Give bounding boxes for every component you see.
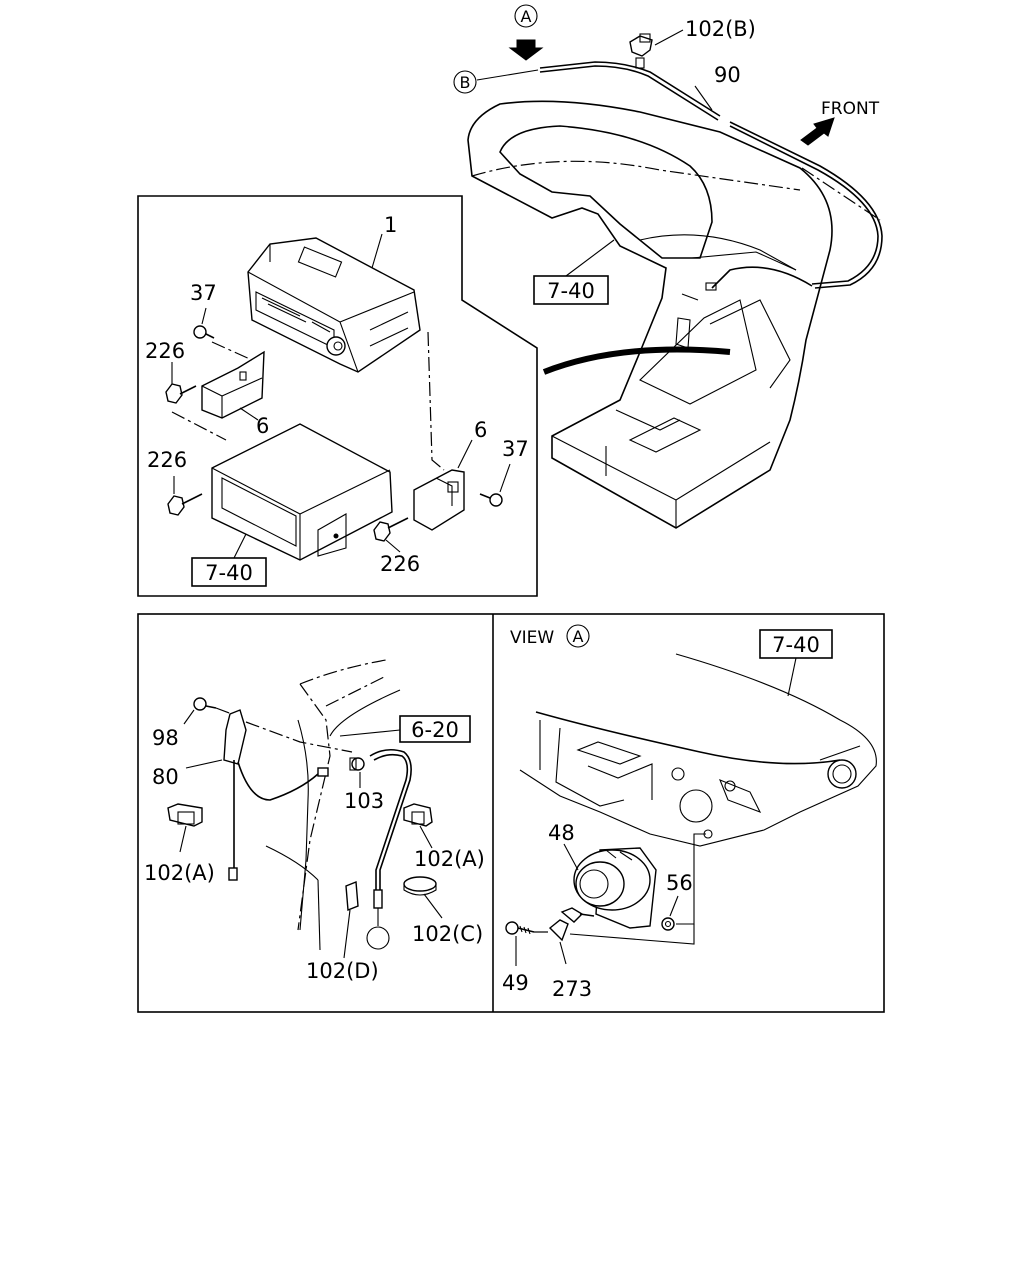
label-98: 98 xyxy=(152,726,179,750)
radio-pocket xyxy=(211,423,393,561)
label-103: 103 xyxy=(344,789,384,813)
grommet-103 xyxy=(349,757,365,771)
bracket-6-left xyxy=(201,350,265,419)
dashboard-panel xyxy=(467,100,881,529)
label-102d: 102(D) xyxy=(306,959,379,983)
label-6-right: 6 xyxy=(474,418,487,442)
svg-text:A: A xyxy=(521,7,532,26)
view-a-title-marker: A xyxy=(573,627,584,646)
label-7-40-top: 7-40 xyxy=(547,279,595,303)
label-49: 49 xyxy=(502,971,529,995)
feeder-end-b-marker xyxy=(366,908,390,950)
bolt-226-lower xyxy=(167,493,203,516)
label-90: 90 xyxy=(714,63,741,87)
svg-text:B: B xyxy=(460,73,471,92)
label-1: 1 xyxy=(384,213,397,237)
label-48: 48 xyxy=(548,821,575,845)
label-226-right: 226 xyxy=(380,552,420,576)
screw-98 xyxy=(193,697,217,711)
radio-unit xyxy=(247,237,421,373)
view-a-speaker-panel: VIEW A 7-40 xyxy=(502,624,877,1001)
label-226-lower: 226 xyxy=(147,448,187,472)
label-6-20: 6-20 xyxy=(411,718,459,742)
antenna-feeder-panel: 98 80 103 6-20 xyxy=(144,659,485,983)
antenna-cable-90 xyxy=(539,61,883,291)
clip-273 xyxy=(548,907,595,942)
label-37-left: 37 xyxy=(190,281,217,305)
label-102a-left: 102(A) xyxy=(144,861,215,885)
label-37-right: 37 xyxy=(502,437,529,461)
bolt-226-right xyxy=(373,517,409,542)
label-6-left: 6 xyxy=(256,414,269,438)
label-102c: 102(C) xyxy=(412,922,483,946)
bottom-panels-frame xyxy=(137,613,885,1013)
label-7-40-view: 7-40 xyxy=(772,633,820,657)
screw-37-left xyxy=(193,325,215,339)
label-102b: 102(B) xyxy=(685,17,756,41)
clip-102b xyxy=(629,33,653,69)
bracket-6-right xyxy=(413,469,465,531)
dashboard-overview: A B 102(B) 90 FRONT xyxy=(453,4,883,529)
screw-37-right xyxy=(479,493,503,507)
label-80: 80 xyxy=(152,765,179,789)
label-7-40-pocket: 7-40 xyxy=(205,561,253,585)
view-a-marker: A xyxy=(508,4,544,61)
clip-102c xyxy=(403,876,437,896)
screw-49 xyxy=(505,921,535,935)
front-arrow: FRONT xyxy=(800,99,880,146)
clip-102d xyxy=(345,880,359,912)
nut-56 xyxy=(661,917,675,931)
label-102a-right: 102(A) xyxy=(414,847,485,871)
bolt-226-upper xyxy=(165,383,197,404)
view-a-title: VIEW xyxy=(510,628,554,648)
speaker-48 xyxy=(573,847,657,929)
clip-102a-right xyxy=(403,803,433,827)
label-56: 56 xyxy=(666,871,693,895)
radio-installation-inset: 1 37 226 6 xyxy=(137,195,538,597)
clip-102a-left xyxy=(167,803,203,827)
cable-end-b-marker: B xyxy=(453,69,539,94)
label-273: 273 xyxy=(552,977,592,1001)
antenna-feeder-cable xyxy=(237,748,412,909)
bracket-80 xyxy=(223,709,247,881)
label-226-upper: 226 xyxy=(145,339,185,363)
svg-text:FRONT: FRONT xyxy=(821,99,880,119)
dashboard-underside xyxy=(519,653,877,847)
